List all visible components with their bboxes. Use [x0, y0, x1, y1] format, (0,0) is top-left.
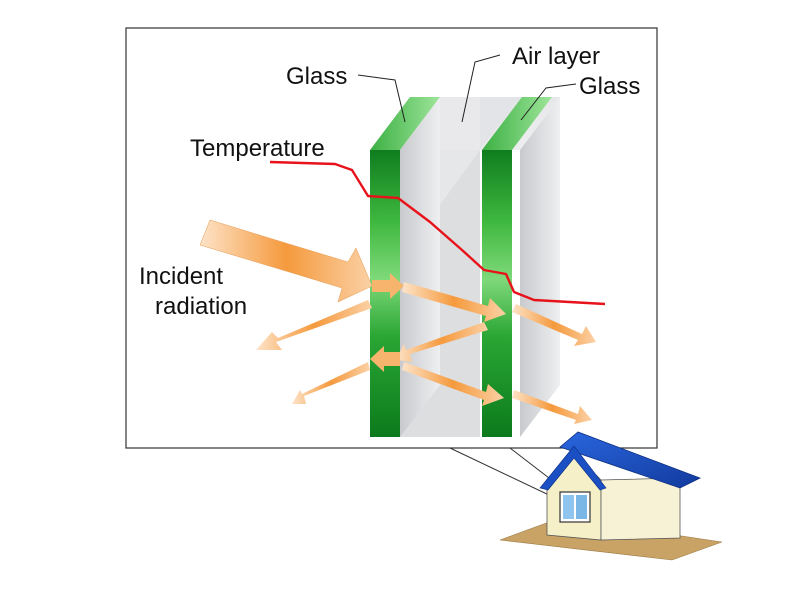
house-side-wall	[600, 477, 681, 541]
transmitted-arrow-2	[512, 304, 596, 346]
transmitted-arrow-3	[512, 390, 592, 424]
left-glass-pane	[370, 97, 440, 437]
reflected-arrow-2	[292, 362, 370, 404]
transmitted-arrow-1	[372, 273, 404, 299]
temperature-label: Temperature	[190, 135, 325, 162]
incident-radiation-arrow	[199, 219, 373, 303]
air-layer-label: Air layer	[512, 43, 600, 70]
inner-arrow-left	[370, 346, 400, 372]
reflected-arrow-1	[256, 300, 372, 350]
incident-radiation-label-line1: Incident	[139, 263, 223, 290]
house-icon	[499, 431, 723, 561]
incident-radiation-label-line2: radiation	[155, 293, 247, 320]
air-gap-arrow-1	[402, 282, 506, 322]
radiation-arrows	[199, 219, 596, 424]
air-gap-return-arrow	[396, 322, 488, 362]
glass-right-label: Glass	[579, 73, 640, 100]
leader-lines	[357, 54, 577, 123]
air-gap-arrow-2	[402, 362, 504, 406]
house-roof	[559, 431, 701, 489]
glass-left-label: Glass	[286, 63, 347, 90]
window-icon	[559, 491, 591, 523]
temperature-line	[269, 160, 606, 306]
house-roof-edge	[539, 445, 607, 491]
